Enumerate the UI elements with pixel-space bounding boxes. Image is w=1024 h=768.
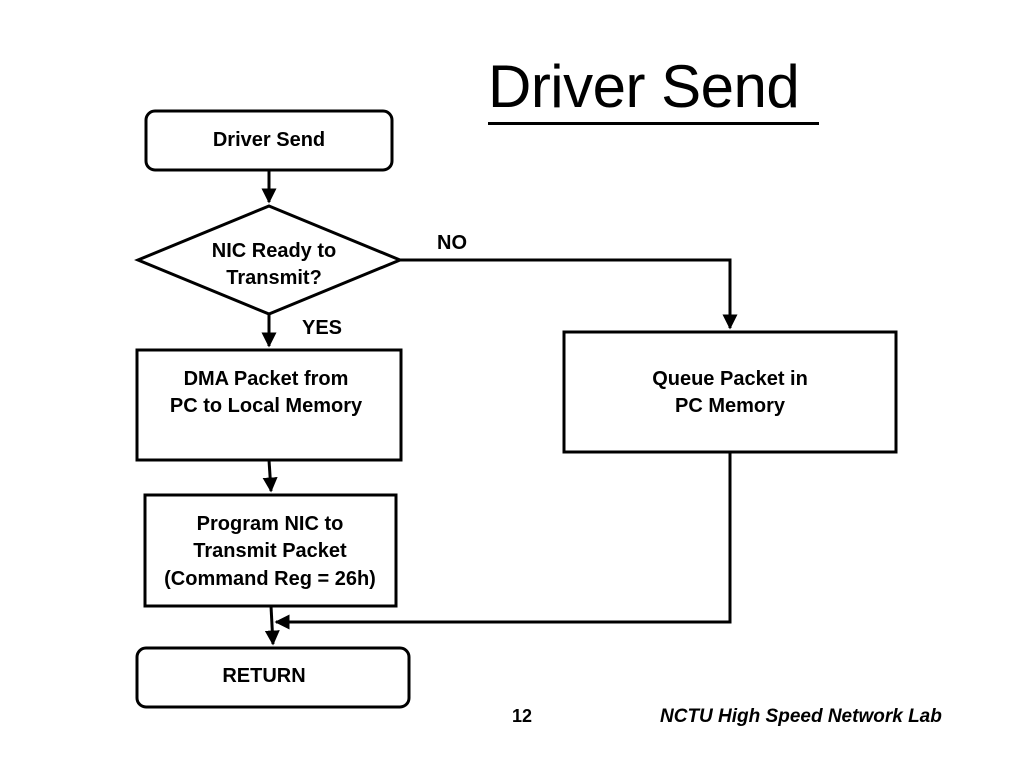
queue-step-line-1: Queue Packet in bbox=[652, 368, 808, 390]
program-step-line-1: Program NIC to bbox=[197, 513, 344, 535]
queue-step-line-2: PC Memory bbox=[675, 395, 786, 417]
queue-step-node: Queue Packet in PC Memory bbox=[562, 330, 898, 454]
arrow-decision-to-queue bbox=[400, 258, 738, 330]
slide-title: Driver Send bbox=[488, 53, 800, 120]
page-number: 12 bbox=[512, 706, 533, 726]
program-step-line-2: Transmit Packet bbox=[193, 540, 347, 562]
dma-step-node: DMA Packet from PC to Local Memory bbox=[135, 348, 403, 462]
yes-label: YES bbox=[302, 317, 342, 339]
start-node: Driver Send bbox=[144, 109, 394, 172]
arrow-program-to-return bbox=[264, 605, 280, 646]
program-step-line-3: (Command Reg = 26h) bbox=[164, 568, 376, 590]
start-node-label: Driver Send bbox=[213, 129, 325, 151]
return-node-label: RETURN bbox=[222, 665, 305, 687]
no-label: NO bbox=[437, 232, 467, 254]
title-underline bbox=[488, 122, 819, 125]
arrow-queue-to-merge bbox=[274, 452, 732, 630]
arrow-dma-to-program bbox=[262, 459, 278, 493]
decision-label-line-2: Transmit? bbox=[226, 267, 322, 289]
return-node: RETURN bbox=[135, 646, 411, 709]
program-step-node: Program NIC to Transmit Packet (Command … bbox=[143, 493, 398, 608]
footer-lab-name: NCTU High Speed Network Lab bbox=[660, 706, 942, 727]
decision-label-line-1: NIC Ready to bbox=[212, 240, 336, 262]
dma-step-line-2: PC to Local Memory bbox=[170, 395, 363, 417]
decision-node: NIC Ready to Transmit? bbox=[134, 204, 404, 316]
dma-step-line-1: DMA Packet from bbox=[184, 368, 349, 390]
